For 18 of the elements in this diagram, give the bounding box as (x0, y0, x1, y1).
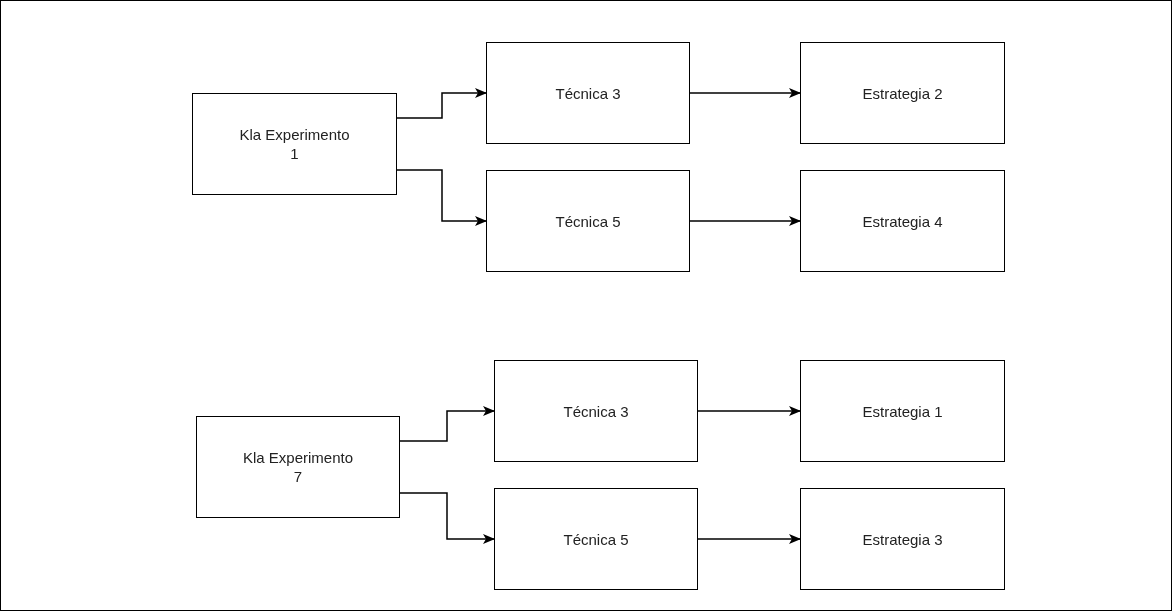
process-box: Kla Experimento 7 (196, 416, 400, 518)
process-box: Estrategia 3 (800, 488, 1005, 590)
arrow (697, 534, 801, 544)
process-box: Estrategia 4 (800, 170, 1005, 272)
arrow (399, 492, 495, 544)
process-box: Kla Experimento 1 (192, 93, 397, 195)
arrow (396, 169, 487, 226)
process-box: Técnica 3 (486, 42, 690, 144)
process-box: Estrategia 1 (800, 360, 1005, 462)
process-box: Estrategia 2 (800, 42, 1005, 144)
process-box: Técnica 3 (494, 360, 698, 462)
arrow (396, 88, 487, 119)
arrow (689, 88, 801, 98)
process-box: Técnica 5 (486, 170, 690, 272)
arrow (689, 216, 801, 226)
arrow (697, 406, 801, 416)
arrow (399, 406, 495, 442)
process-box: Técnica 5 (494, 488, 698, 590)
